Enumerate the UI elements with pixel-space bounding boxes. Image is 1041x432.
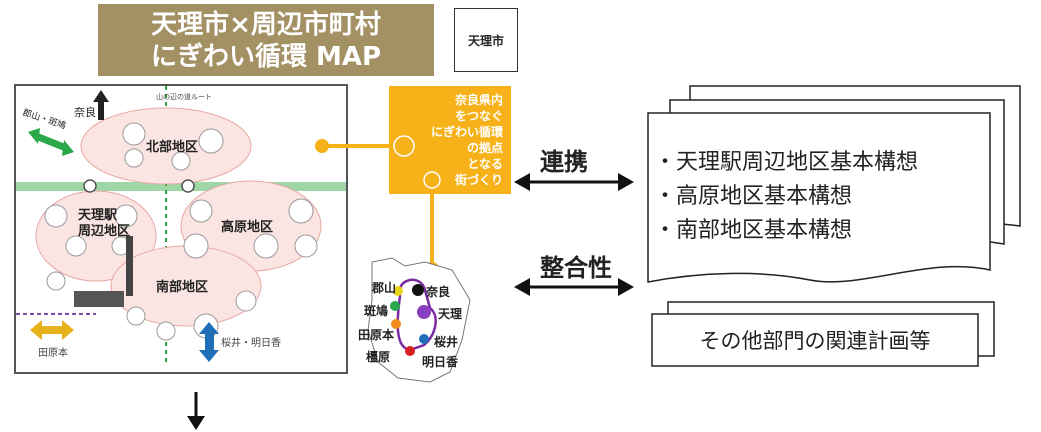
node-asuka [405,346,415,356]
title-line-2: にぎわい循環 MAP [150,42,382,72]
district-kohara: 高原地区 [221,220,274,235]
circulation-map: 山の辺の道ルート 奈良 郡山・斑鳩 北部地区 天理駅 周辺地区 高原地区 南部地… [14,84,348,374]
renkei-label: 連携 [540,148,588,176]
other-plans-front [651,313,979,367]
hub-line-6: 街づくり [454,173,503,187]
node-nara [412,284,424,296]
plan-south: ・南部地区基本構想 [654,218,853,243]
region-kashihara: 橿原 [366,350,391,364]
circulation-loop [396,278,437,352]
koriyama-arrow [34,132,68,152]
node-tenri [417,305,431,319]
region-asuka: 明日香 [422,355,459,369]
plan-tenri-station: ・天理駅周辺地区基本構想 [654,150,919,175]
central-label-box [74,291,124,307]
hub-line-1: 奈良県内 [454,93,503,107]
region-nara: 奈良 [426,285,451,299]
district-north: 北部地区 [146,140,199,155]
hub-box: 奈良県内 をつなぐ にぎわい循環 の拠点 となる 街づくり [389,86,511,194]
hub-line-3: にぎわい循環 [430,125,503,139]
tawaramoto-arrow [38,326,66,334]
district-south: 南部地区 [156,280,209,295]
central-bar [126,236,133,296]
title-line-1: 天理市×周辺市町村 [151,10,381,40]
city-label: 天理市 [467,33,504,48]
facility-bubbles [44,122,318,341]
sakurai-arrow [205,330,214,354]
bottom-right-label: 桜井・明日香 [221,338,281,349]
plan-list: ・天理駅周辺地区基本構想 ・高原地区基本構想 ・南部地区基本構想 [654,146,918,248]
railway-band [16,182,346,191]
mountain-route-label: 山の辺の道ルート [156,93,212,101]
node-tawaramoto [391,319,401,329]
node-sakurai [419,334,429,344]
hub-line-5: となる [467,157,503,171]
district-center: 天理駅 周辺地区 [78,208,131,239]
node-ikaruga [390,301,400,311]
station-node [83,179,97,193]
map-graphics [16,86,346,366]
nara-arrow-head [93,90,109,102]
station-node [181,179,195,193]
node-koriyama [393,286,403,296]
hub-line-4: の拠点 [466,141,503,155]
map-title-banner: 天理市×周辺市町村 にぎわい循環 MAP [98,4,434,76]
plan-kohara: ・高原地区基本構想 [654,184,853,209]
other-plans-label-wrap: その他部門の関連計画等 [652,314,978,366]
north-area [80,107,252,185]
region-tawaramoto: 田原本 [358,328,395,342]
top-label: 奈良 [74,106,96,119]
region-sakurai: 桜井 [434,335,459,349]
region-koriyama: 郡山 [372,281,397,295]
doc-stack-front [647,112,991,283]
bottom-left-label: 田原本 [38,348,68,359]
other-plans-label: その他部門の関連計画等 [699,329,931,353]
region-ikaruga: 斑鳩 [364,304,389,318]
seigousei-label: 整合性 [540,254,612,282]
hub-line-2: をつなぐ [454,109,503,123]
city-label-box: 天理市 [454,8,518,72]
region-tenri: 天理 [438,307,463,321]
